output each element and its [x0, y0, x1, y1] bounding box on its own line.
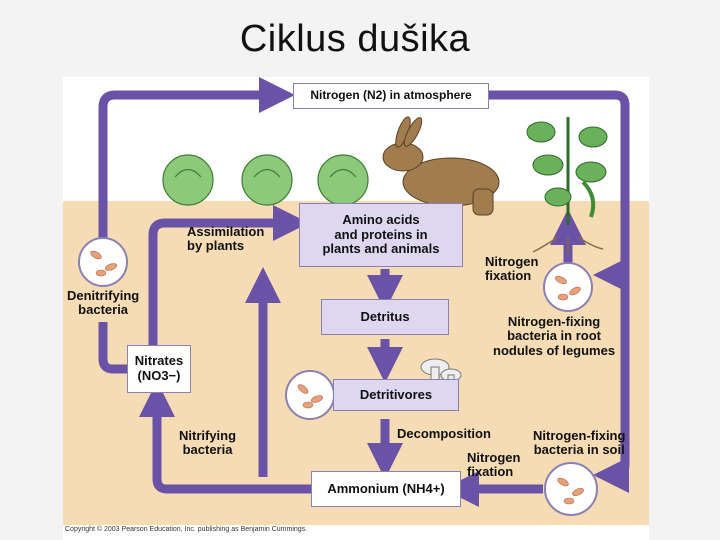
detritivore-bacteria-icon	[285, 370, 335, 420]
amino-acids-line-1: Amino acids	[342, 211, 420, 227]
amino-acids-box: Amino acids and proteins in plants and a…	[299, 203, 463, 267]
nitrogen-fixation-top-label: Nitrogen fixation	[485, 254, 539, 284]
bacteria-circles	[78, 237, 598, 516]
nitrifying-line-1: Nitrifying	[179, 428, 237, 443]
nitrogen-cycle-diagram: Nitrogen (N2) in atmosphere Amino acids …	[63, 77, 649, 540]
detritivores-box: Detritivores	[333, 379, 459, 411]
root-nodule-line-2: bacteria in root	[507, 328, 601, 344]
assimilation-arrow	[148, 205, 309, 345]
nitrifying-line-2: bacteria	[182, 442, 233, 458]
nitrates-box: Nitrates (NO3−)	[127, 345, 191, 393]
footer-strip	[63, 525, 649, 540]
soil-bacteria-line-2: bacteria in soil	[533, 442, 625, 458]
amino-acids-line-3: plants and animals	[322, 241, 440, 257]
decomposition-label: Decomposition	[397, 426, 491, 441]
nitrates-to-denitrifying-arrow	[98, 322, 131, 374]
rabbit	[382, 116, 500, 216]
assimilation-line-2: by plants	[187, 238, 245, 254]
nitrates-line-2: (NO3−)	[137, 368, 181, 383]
copyright-notice: Copyright © 2003 Pearson Education, Inc.…	[65, 526, 308, 533]
ammonium-box: Ammonium (NH4+)	[311, 471, 461, 507]
nitrogen-fixation-bottom-line-1: Nitrogen	[467, 450, 521, 465]
cabbage-plants	[162, 154, 369, 206]
assimilation-line-1: Assimilation	[187, 224, 265, 239]
denitrifying-line-2: bacteria	[78, 302, 129, 318]
nitrogen-fixation-top-line-1: Nitrogen	[485, 254, 539, 269]
nitrification-arrow	[139, 381, 311, 494]
denitrifying-label: Denitrifying bacteria	[67, 288, 140, 318]
nitrogen-fixation-bottom-label: Nitrogen fixation	[467, 450, 521, 480]
cabbage-2	[241, 154, 293, 206]
nitrates-line-1: Nitrates	[134, 353, 184, 369]
soil-bacteria-label: Nitrogen-fixing bacteria in soil	[533, 428, 626, 458]
soil-bacteria-line-1: Nitrogen-fixing	[533, 428, 626, 443]
cycle-arrows	[78, 77, 630, 516]
ammonium-label: Ammonium (NH4+)	[327, 480, 445, 496]
soil-bacteria-icon	[544, 462, 598, 516]
denitrification-arrow	[98, 77, 295, 277]
detritivores-label: Detritivores	[359, 386, 433, 402]
atmosphere-box: Nitrogen (N2) in atmosphere	[293, 83, 489, 109]
root-nodule-line-1: Nitrogen-fixing	[507, 314, 601, 329]
detritus-box: Detritus	[321, 299, 449, 335]
legume-plant	[526, 117, 608, 255]
denitrifying-bacteria-icon	[78, 237, 128, 287]
nitrogen-fixation-bottom-line-2: fixation	[467, 464, 514, 480]
root-nodule-bacteria-icon	[543, 262, 593, 312]
detritus-label: Detritus	[360, 308, 410, 324]
denitrifying-line-1: Denitrifying	[67, 288, 140, 303]
nitrogen-fixation-top-line-2: fixation	[485, 268, 532, 284]
assimilation-label: Assimilation by plants	[187, 224, 265, 254]
cabbage-1	[162, 154, 214, 206]
decomposition-text: Decomposition	[397, 426, 491, 441]
root-nodule-bacteria-label: Nitrogen-fixing bacteria in root nodules…	[493, 314, 616, 358]
atmosphere-label: Nitrogen (N2) in atmosphere	[310, 88, 472, 103]
page-title: Ciklus dušika	[239, 18, 471, 60]
nitrifying-label: Nitrifying bacteria	[179, 428, 237, 458]
root-nodule-line-3: nodules of legumes	[493, 342, 616, 358]
amino-acids-line-2: and proteins in	[334, 226, 428, 242]
cabbage-3	[317, 154, 369, 206]
